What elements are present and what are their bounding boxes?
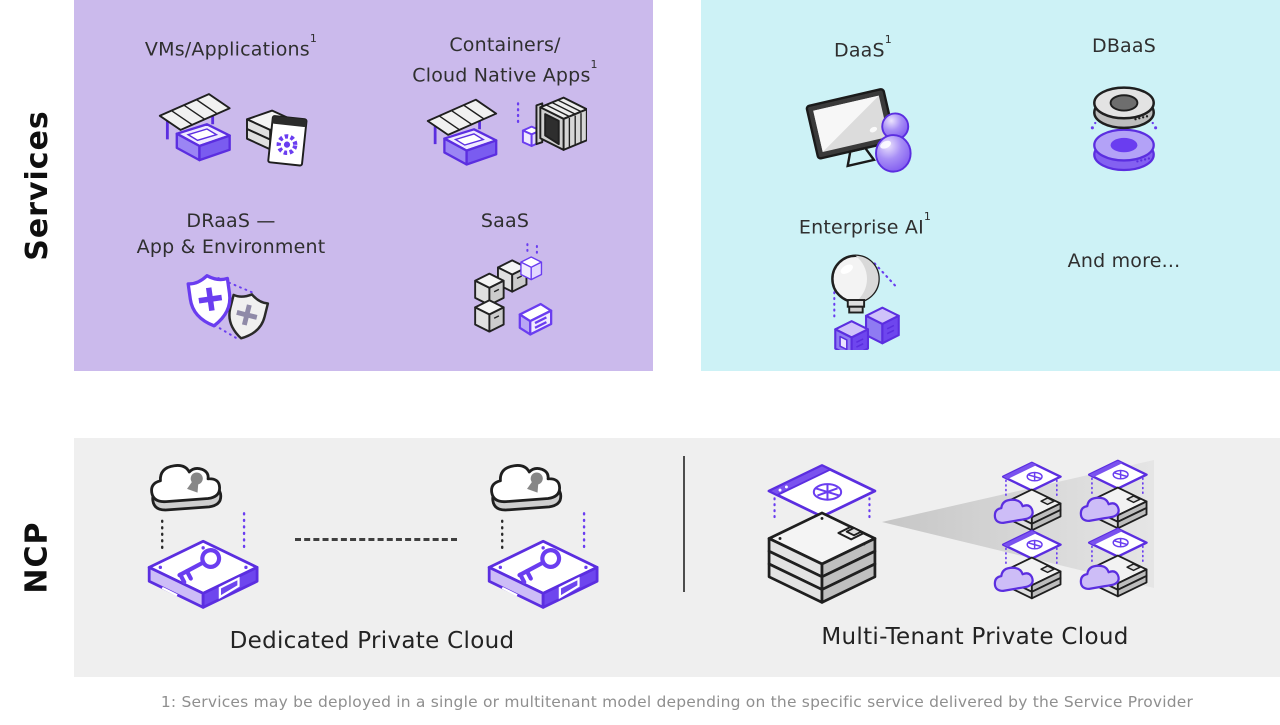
- service-title-daas: DaaS1: [834, 33, 892, 62]
- ncp-panel: Dedicated Private Cloud Multi-Tenant Pri…: [74, 438, 1280, 677]
- dedicated-cloud-key-icon: [470, 452, 620, 612]
- footnote-marker: 1: [590, 58, 598, 71]
- service-title-draas: DRaaS — App & Environment: [136, 210, 326, 258]
- replication-dashed-link: [295, 538, 457, 541]
- dedicated-cloud-key-icon: [130, 452, 280, 612]
- dbaas-database-icon: [1078, 74, 1170, 174]
- cloud-services-panel: DaaS1 DBaaS Enterprise AI1 And more...: [701, 0, 1280, 371]
- daas-monitor-user-icon: [801, 72, 926, 177]
- ncp-row-label-text: NCP: [19, 521, 55, 594]
- draas-shields-icon: [177, 262, 285, 357]
- service-title-dbaas: DBaaS: [1091, 35, 1156, 57]
- service-title-saas: SaaS: [480, 210, 530, 232]
- services-row-label: Services: [0, 0, 74, 371]
- tenant-cloud-mini-icon: [990, 528, 1070, 602]
- vm-store-server-icon: [154, 84, 309, 174]
- service-title-and-more: And more...: [1067, 250, 1181, 272]
- footnote: 1: Services may be deployed in a single …: [160, 693, 1194, 711]
- service-title-enterprise-ai: Enterprise AI1: [798, 210, 932, 239]
- dedicated-private-cloud-label: Dedicated Private Cloud: [229, 628, 515, 654]
- footnote-marker: 1: [923, 210, 932, 223]
- panel-divider: [683, 456, 685, 592]
- tenant-cloud-mini-icon: [1076, 526, 1156, 600]
- tenant-cloud-mini-icon: [990, 460, 1070, 534]
- tenant-cloud-mini-icon: [1076, 458, 1156, 532]
- virtualization-services-panel: VMs/Applications1 Containers/ Cloud Nati…: [74, 0, 653, 371]
- container-open-box-icon: [422, 86, 587, 178]
- services-row-label-text: Services: [19, 110, 55, 261]
- footnote-marker: 1: [884, 33, 892, 46]
- footnote-marker: 1: [309, 32, 318, 45]
- enterprise-ai-bulb-icon: [813, 250, 921, 350]
- service-title-containers: Containers/ Cloud Native Apps1: [412, 34, 598, 87]
- multi-tenant-stack-icon: [758, 460, 886, 606]
- service-title-vms-applications: VMs/Applications1: [144, 32, 318, 61]
- multi-tenant-private-cloud-label: Multi-Tenant Private Cloud: [821, 624, 1129, 650]
- ncp-row-label: NCP: [0, 438, 74, 677]
- saas-cubes-icon: [459, 243, 554, 348]
